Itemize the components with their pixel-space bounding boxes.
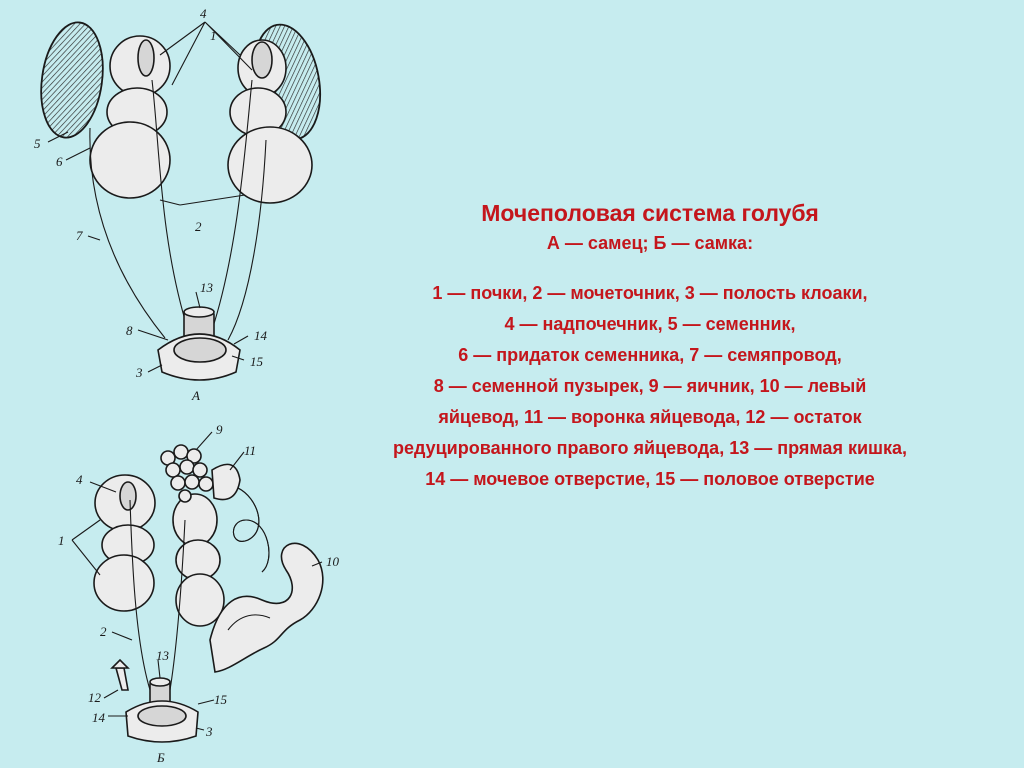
oviduct-remnant-right (114, 667, 129, 691)
caption-b: Б (156, 750, 165, 765)
label-b-2: 2 (100, 624, 107, 639)
label-a-3: 3 (135, 365, 143, 380)
label-b-1: 1 (58, 533, 65, 548)
kidney-b-right (172, 493, 225, 627)
testis-left (40, 21, 104, 139)
legend-line: 14 — мочевое отверстие, 15 — половое отв… (425, 469, 875, 489)
label-b-10: 10 (326, 554, 340, 569)
ovary (160, 444, 214, 503)
label-b-11: 11 (244, 443, 256, 458)
slide-title: Мочеполовая система голубя (481, 200, 819, 226)
label-b-9: 9 (216, 422, 223, 437)
legend-line: 4 — надпочечник, 5 — семенник, (504, 314, 796, 334)
ureter-left (151, 79, 189, 331)
legend-text-block: Мочеполовая система голубя А — самец; Б … (270, 196, 1024, 495)
diagram-a: 4 1 2 5 6 7 13 8 14 3 15 А (34, 6, 321, 403)
label-a-5: 5 (34, 136, 41, 151)
ureter-right (211, 79, 253, 331)
label-a-14: 14 (254, 328, 268, 343)
label-b-12: 12 (88, 690, 102, 705)
oviduct-coil (209, 542, 324, 673)
label-a-6: 6 (56, 154, 63, 169)
label-a-1: 1 (210, 28, 217, 43)
vas-deferens-right (227, 139, 267, 341)
legend-line: редуцированного правого яйцевода, 13 — п… (392, 438, 908, 458)
label-a-4: 4 (200, 6, 207, 21)
legend-line: 6 — придаток семенника, 7 — семяпровод, (458, 345, 842, 365)
ureter-b-left (129, 499, 151, 691)
legend-line: 8 — семенной пузырек, 9 — яичник, 10 — л… (433, 376, 867, 396)
diagram-b: 9 11 4 1 10 2 13 12 14 15 3 Б (58, 422, 340, 765)
oviduct-left (232, 487, 270, 573)
label-a-8: 8 (126, 323, 133, 338)
infundibulum (211, 463, 241, 501)
legend-line: яйцевод, 11 — воронка яйцевода, 12 — ост… (438, 407, 862, 427)
label-b-13: 13 (156, 648, 170, 663)
label-b-3: 3 (205, 724, 213, 739)
ureter-b-right (169, 519, 186, 691)
label-b-4: 4 (76, 472, 83, 487)
caption-a: А (191, 388, 200, 403)
kidney-left (89, 35, 171, 199)
label-b-15: 15 (214, 692, 228, 707)
label-a-7: 7 (76, 228, 83, 243)
legend-line: 1 — почки, 2 — мочеточник, 3 — полость к… (432, 283, 868, 303)
kidney-right (227, 39, 313, 204)
vas-deferens-left (89, 127, 166, 339)
kidney-b-left (93, 474, 156, 612)
label-a-15: 15 (250, 354, 264, 369)
label-a-2: 2 (195, 219, 202, 234)
label-a-13: 13 (200, 280, 214, 295)
label-b-14: 14 (92, 710, 106, 725)
slide-subtitle: А — самец; Б — самка: (546, 233, 754, 253)
